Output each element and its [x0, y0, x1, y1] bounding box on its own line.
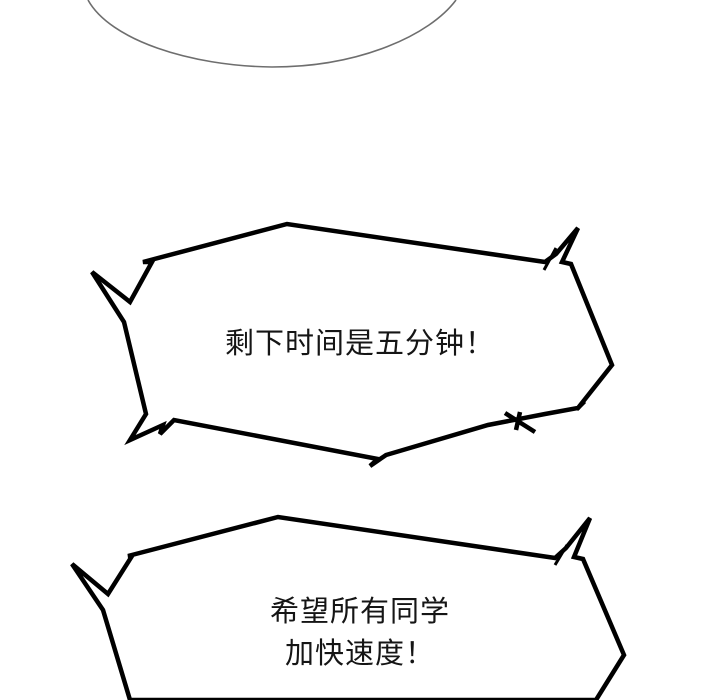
- speech-bubble-1-text: 剩下时间是五分钟！: [160, 322, 560, 364]
- speech-bubble-2-text: 希望所有同学 加快速度！: [160, 590, 560, 674]
- speech-line: 希望所有同学: [269, 594, 450, 628]
- speech-bubble-1: [90, 221, 615, 468]
- speech-line: 加快速度！: [284, 636, 435, 671]
- upper-ellipse-outline: [87, 0, 457, 68]
- speech-bubble-2: [70, 514, 627, 700]
- speech-line: 剩下时间是五分钟！: [224, 326, 495, 360]
